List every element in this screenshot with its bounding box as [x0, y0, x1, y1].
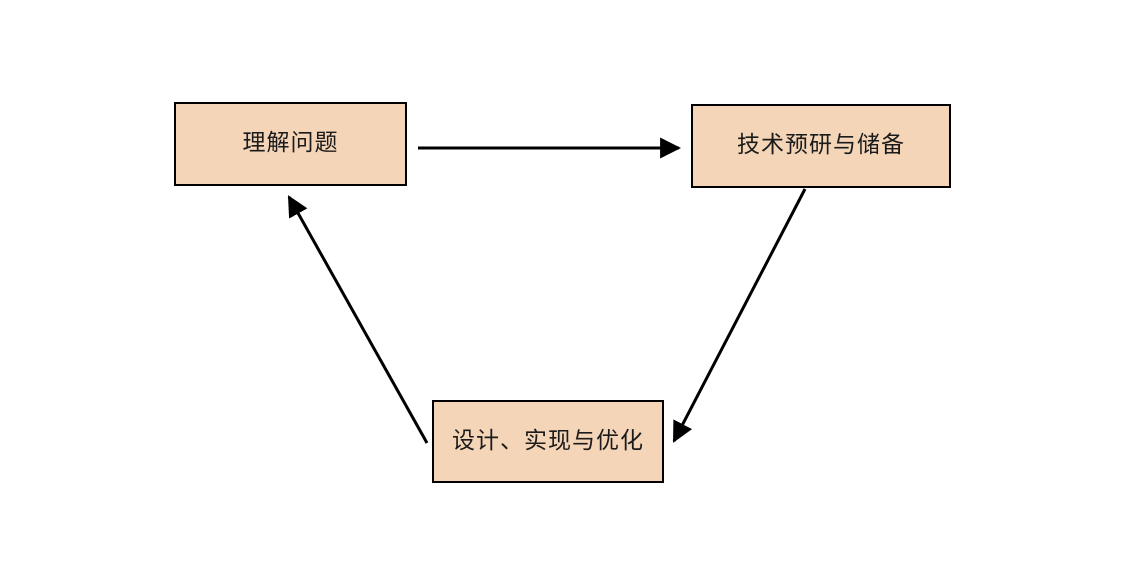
node-label-understand: 理解问题	[242, 130, 339, 157]
node-label-design: 设计、实现与优化	[452, 427, 644, 454]
diagram-node-understand[interactable]: 理解问题	[174, 102, 407, 186]
diagram-node-design[interactable]: 设计、实现与优化	[432, 400, 664, 483]
edge-design-to-understand	[287, 195, 429, 444]
diagram-node-research[interactable]: 技术预研与储备	[691, 104, 951, 188]
node-label-research: 技术预研与储备	[737, 132, 905, 159]
edge-research-to-design	[672, 188, 807, 443]
